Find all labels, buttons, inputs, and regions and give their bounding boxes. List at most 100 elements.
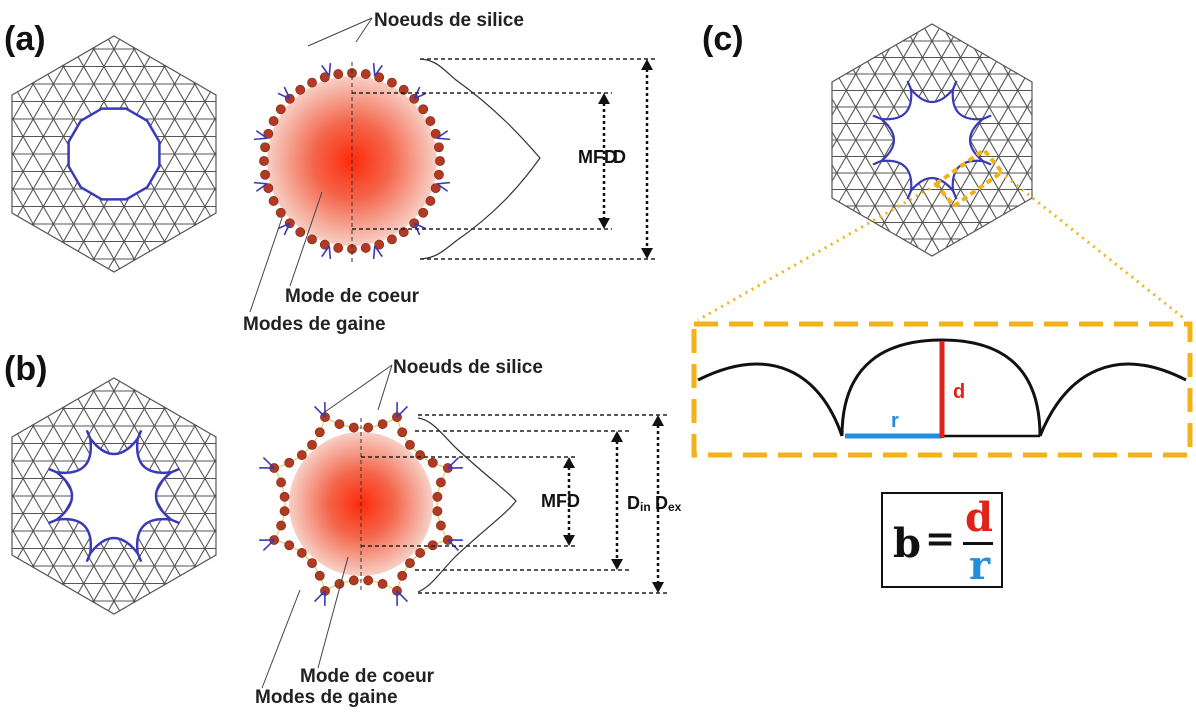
core-mode-label-a: Mode de coeur [285,286,420,307]
hypocycloid-wall [52,434,176,558]
silica-nodes-label-b: Noeuds de silice [393,357,543,378]
silica-node [387,234,397,245]
silica-node [307,234,317,245]
strut [85,552,92,563]
silica-node [405,439,415,450]
mfd-arrowhead-top-a [598,93,610,104]
d-arrowhead-top-a [641,59,653,70]
silica-node [319,72,330,83]
formula-numerator-d: d [965,494,993,541]
arc-center [840,338,1042,437]
silica-node [259,156,269,166]
silica-node [284,540,295,551]
lattice-line [94,392,216,614]
formula-box: b = d r [881,492,1003,589]
lattice-line [109,400,216,614]
dex-label-b: Dex [655,493,682,514]
zoom-line-right [999,170,1187,322]
lattice-stub [372,245,376,260]
mfd-label-b: MFD [541,491,580,511]
mfd-arrowhead-bottom-a [598,218,610,229]
silica-pointer-a2 [355,17,373,43]
mode-profile-curve-a [419,58,541,260]
lattice-line [12,36,104,241]
lattice-line [109,58,216,272]
lattice-stub [374,64,383,77]
panel-label-b: (b) [4,350,47,388]
strut [170,467,181,474]
lattice-stub [277,222,291,230]
lattice-stub [436,181,451,185]
silica-node [279,506,290,517]
silica-node [275,207,286,218]
lattice-line [937,50,1032,256]
lattice-line [832,24,927,230]
lattice-line [12,378,119,592]
lattice-line [12,378,134,600]
lattice-stub [436,130,449,139]
lattice-stub [283,86,291,100]
lattice-line [139,418,216,614]
silica-node [363,422,374,433]
strut [952,80,958,90]
silica-node [415,450,426,460]
strut [906,190,912,200]
d-label-a: D [613,147,626,167]
silica-node [268,116,279,126]
lattice-stub [255,183,268,192]
silica-pointer-b2 [377,364,393,411]
silica-node [279,491,290,502]
mode-profile-curve-b [417,417,517,593]
cladding-modes-label-b: Modes de gaine [255,687,398,708]
cladding-pointer-a [249,217,283,313]
strut [952,190,958,200]
core-mode-pointer-b [317,556,349,669]
silica-node [434,169,444,180]
silica-node [314,427,325,438]
lattice-stub [413,222,427,230]
silica-node [430,128,441,139]
silica-node [436,477,446,488]
lattice-line [139,378,216,574]
silica-node [295,227,306,238]
silica-node [425,196,436,206]
formula-b: b [893,520,921,567]
lattice-stub [447,539,460,552]
silica-node [263,183,274,194]
lattice-stub [396,405,409,418]
core-dodecagon [67,107,161,201]
arc-left [697,362,844,437]
silica-nodes-b [259,402,463,606]
strut [872,114,882,120]
core-mode-label-b: Mode de coeur [300,666,435,687]
lattice-outline-b [11,377,217,615]
silica-node [275,104,286,115]
lattice-stub [313,405,326,418]
formula-fraction-bar [963,542,993,545]
cladding-pointer-b [261,589,301,689]
core-wall-dodecagon-a [67,107,161,201]
strut [982,160,992,166]
silica-node [387,77,397,88]
silica-node [434,142,444,153]
lattice-stub [283,222,291,236]
cladding-modes-label-a: Modes de gaine [243,314,386,335]
lattice-line [832,42,942,256]
silica-node [295,84,306,95]
zoom-highlight-box [933,147,1005,209]
mfd-arrowhead-bottom-b [563,535,575,546]
silica-node [314,570,325,581]
strut [872,160,882,166]
silica-node [319,239,330,250]
lattice-line [12,400,119,614]
lattice-stub [253,137,268,141]
silica-node [427,457,438,468]
silica-node [307,77,317,88]
silica-node [427,540,438,551]
lattice-line [922,24,1032,238]
strut [136,552,143,563]
din-arrowhead-top-b [611,431,623,442]
lattice-line [124,36,216,241]
silica-node [307,558,317,569]
